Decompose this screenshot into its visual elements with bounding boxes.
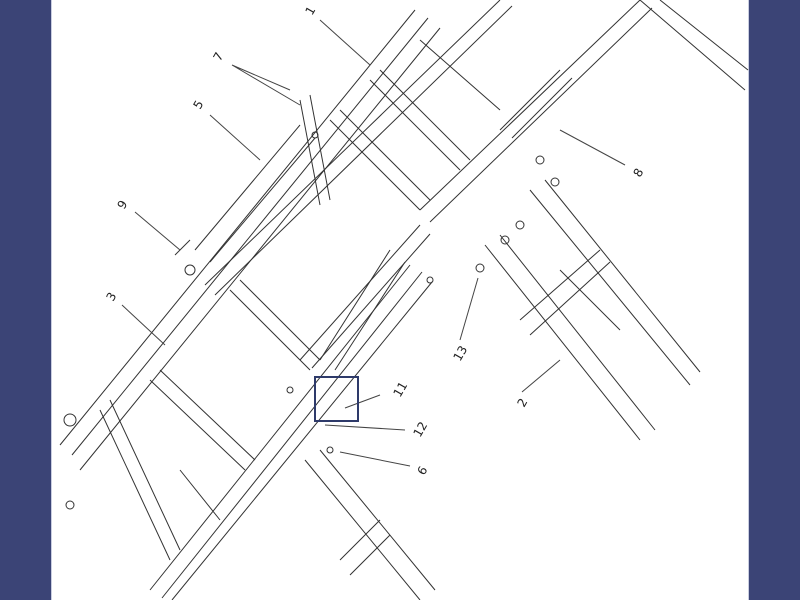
part-11-cylinder xyxy=(319,249,406,371)
callout-13: 13 xyxy=(450,343,470,363)
part-6-arm xyxy=(304,449,436,600)
callout-2: 2 xyxy=(514,396,530,410)
part-5-cylinder xyxy=(174,124,316,263)
part-2-arm xyxy=(484,179,701,441)
highlight-box[interactable] xyxy=(314,376,359,422)
callout-12: 12 xyxy=(410,419,430,439)
callout-7: 7 xyxy=(210,50,226,64)
frame-cross-members xyxy=(99,0,749,561)
callout-3: 3 xyxy=(103,290,119,304)
callout-6: 6 xyxy=(414,464,430,478)
leader-lines xyxy=(121,19,626,467)
callout-8: 8 xyxy=(630,166,646,180)
callout-1: 1 xyxy=(302,4,318,18)
callout-9: 9 xyxy=(114,198,130,212)
frame-rails xyxy=(59,0,653,600)
fasteners xyxy=(63,131,560,510)
callout-5: 5 xyxy=(190,98,206,112)
callout-11: 11 xyxy=(390,379,410,399)
